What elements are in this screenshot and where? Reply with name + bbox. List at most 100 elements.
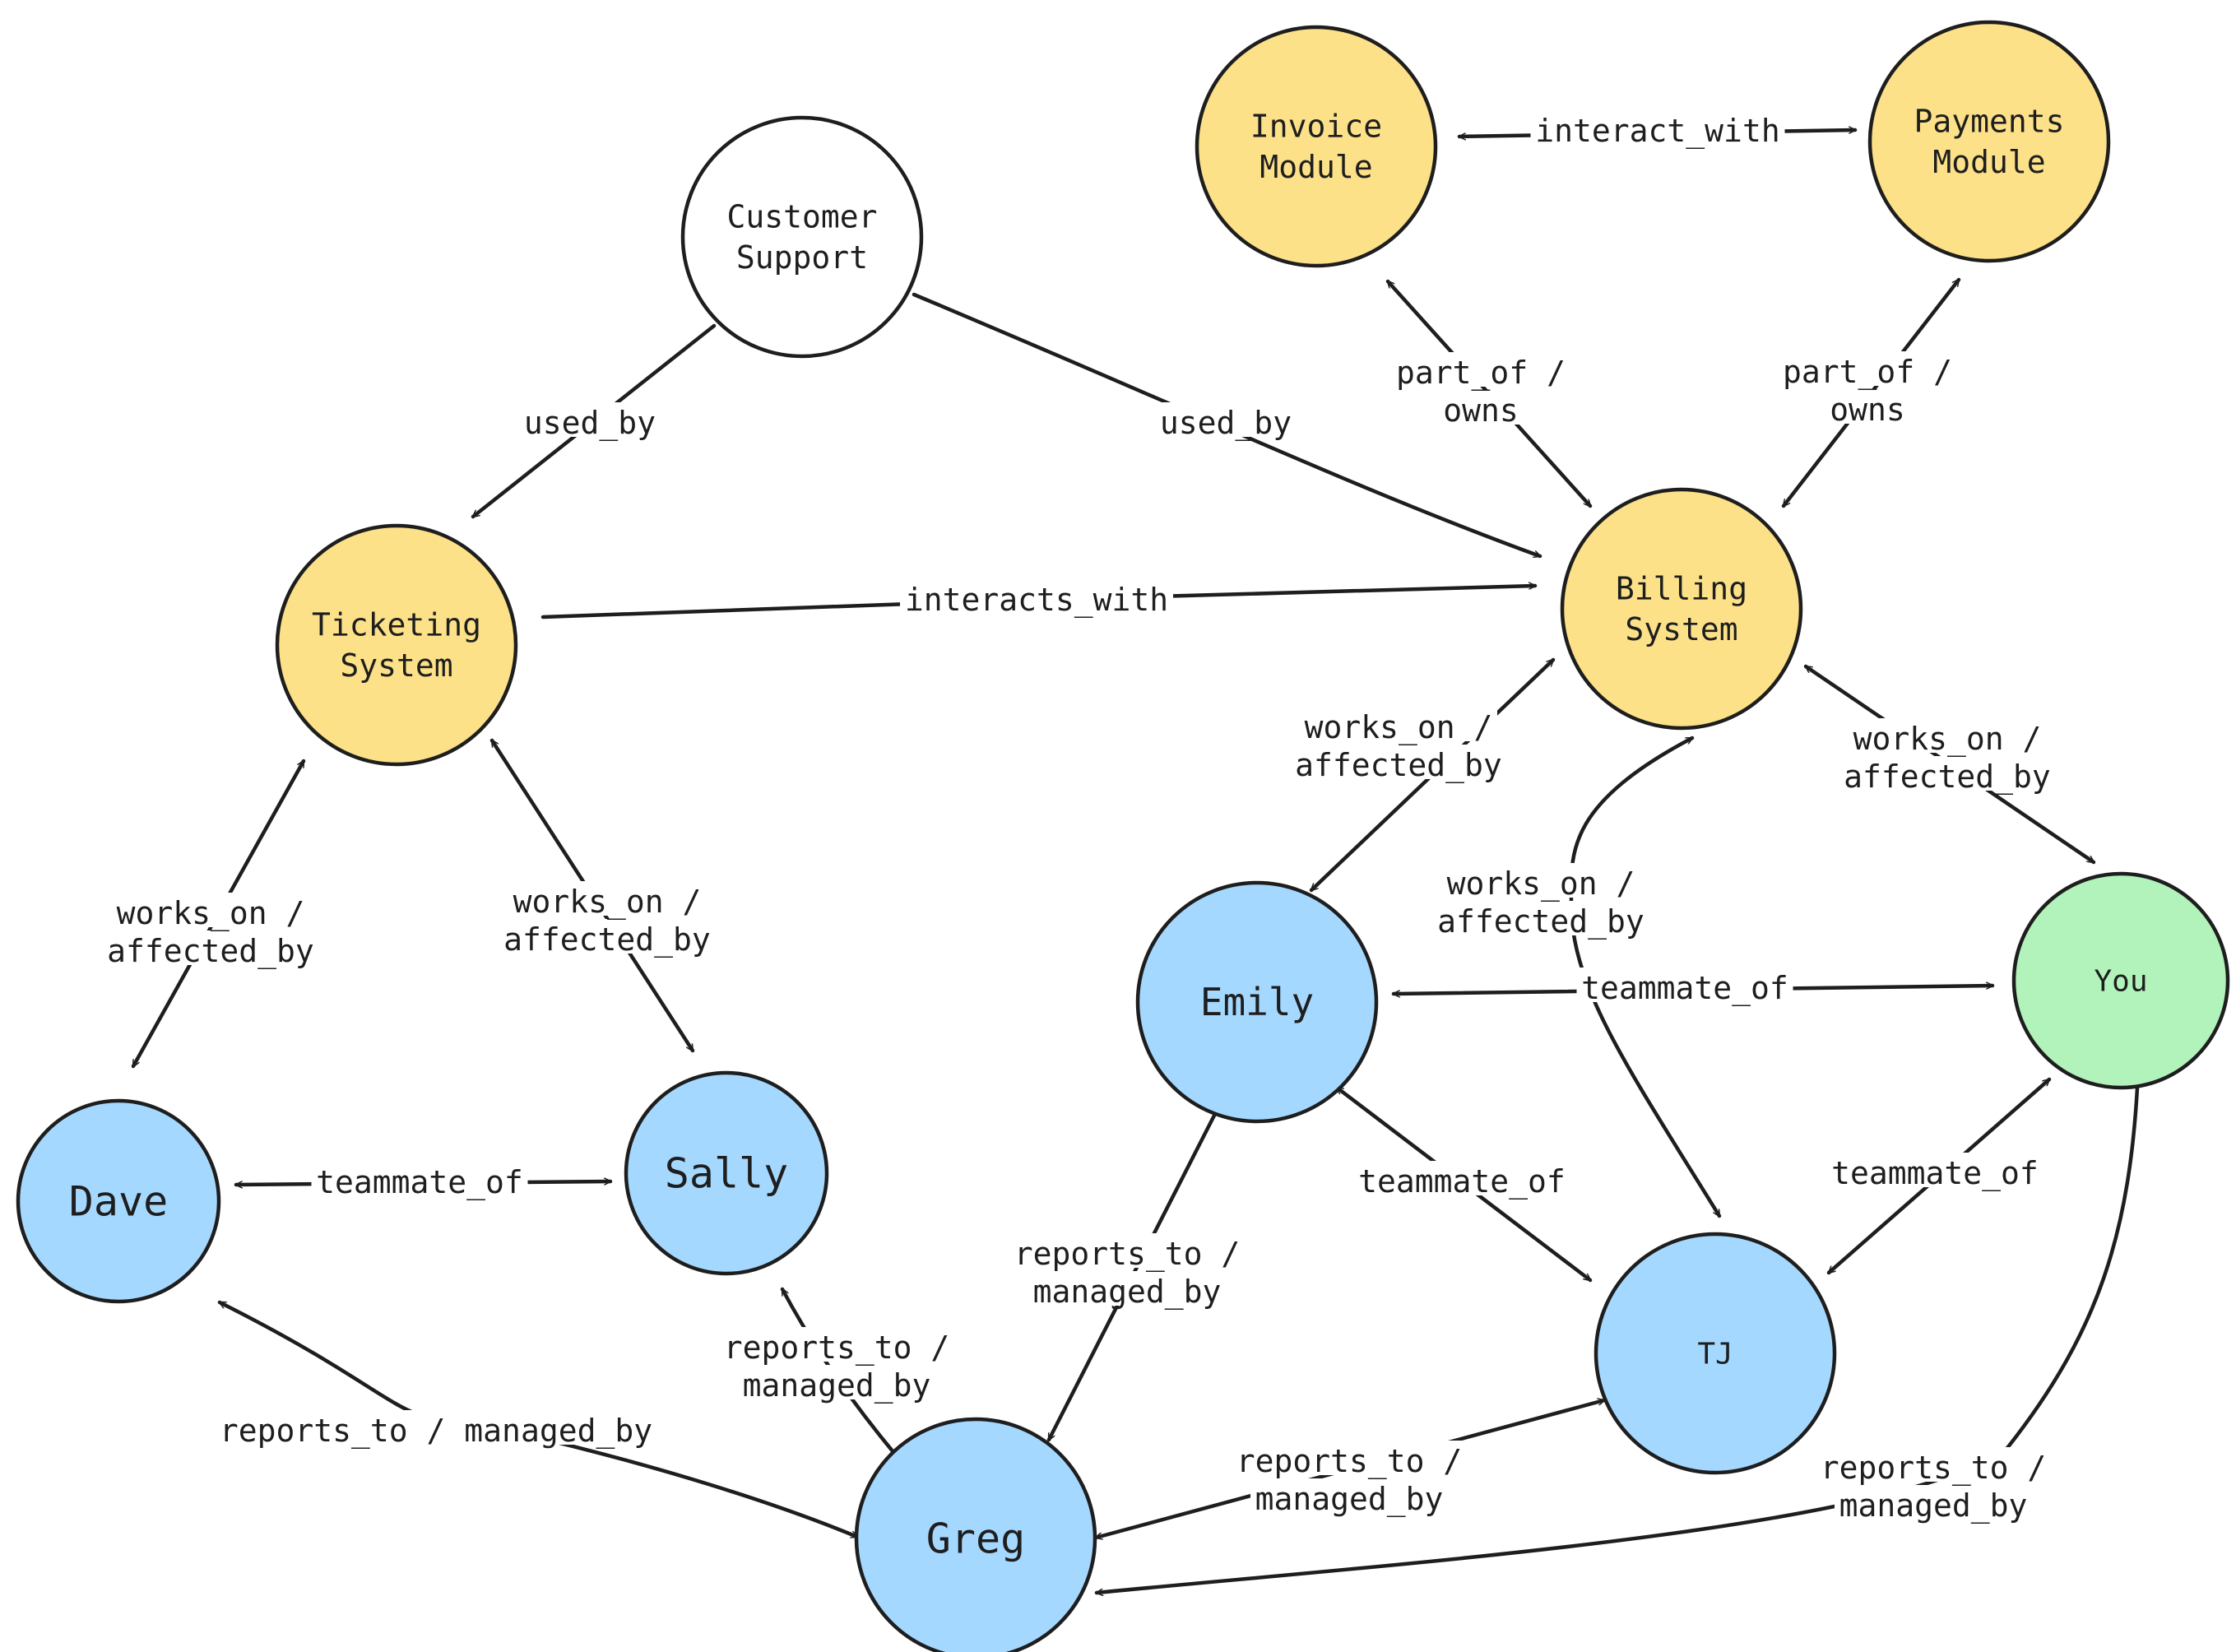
edge-label-background <box>1009 1233 1245 1268</box>
edge-label-emily-greg: reports_to /managed_by <box>1009 1233 1245 1311</box>
edge-label-text: affected_by <box>1437 903 1645 940</box>
node-circle <box>2011 871 2230 1090</box>
edge-label-text: teammate_of <box>316 1164 523 1201</box>
edge-label-text: reports_to / <box>1014 1236 1241 1273</box>
edge-label-emily-you: teammate_of <box>1576 968 1793 1007</box>
edge-label-background <box>1300 707 1497 741</box>
edge-label-background <box>1432 901 1649 935</box>
edge-label-emily-tj: teammate_of <box>1353 1161 1570 1200</box>
node-tj[interactable]: TJ <box>1593 1232 1837 1475</box>
edge-label-text: owns <box>1830 392 1905 428</box>
edge-label-text: works_on / <box>1447 865 1635 903</box>
edge-label-background <box>1826 1153 2043 1187</box>
node-label: Ticketing <box>312 607 481 643</box>
edge-label-text: managed_by <box>1255 1481 1444 1518</box>
edge-label-text: teammate_of <box>1581 970 1788 1007</box>
edge-label-text: works_on / <box>1853 721 2042 758</box>
edge-label-background <box>1391 352 1570 387</box>
node-you[interactable]: You <box>2011 871 2230 1090</box>
edge-label-text: affected_by <box>107 933 314 970</box>
edge-label-text: interact_with <box>1535 113 1779 150</box>
node-label: Payments <box>1914 104 2064 140</box>
node-label: Billing <box>1616 571 1747 607</box>
node-greg[interactable]: Greg <box>854 1417 1097 1652</box>
node-circle <box>1195 25 1438 268</box>
edge-label-text: reports_to / <box>724 1329 950 1367</box>
edge-label-text: part_of / <box>1396 355 1566 392</box>
edge-label-payments-billing: part_of /owns <box>1778 351 1957 428</box>
edge-label-background <box>1530 110 1785 145</box>
edge-label-text: works_on / <box>117 895 305 932</box>
edge-label-background <box>1250 1478 1448 1513</box>
edge-label-text: reports_to / <box>1236 1443 1463 1480</box>
node-label: Invoice <box>1250 109 1382 145</box>
edge-label-background <box>112 893 309 927</box>
edge-label-background <box>311 1162 528 1196</box>
edge-label-ticketing-billing: interacts_with <box>900 579 1173 619</box>
node-circle <box>1135 880 1379 1124</box>
edge-label-cs-ticketing: used_by <box>519 402 661 442</box>
node-sally[interactable]: Sally <box>624 1070 829 1276</box>
node-circle <box>275 523 518 767</box>
edge-label-text: works_on / <box>1305 709 1493 746</box>
node-dave[interactable]: Dave <box>16 1098 221 1304</box>
node-label: Greg <box>926 1515 1025 1563</box>
edge-label-ticketing-sally: works_on /affected_by <box>499 881 716 958</box>
edge-label-text: managed_by <box>1033 1274 1222 1311</box>
node-circle <box>1867 20 2111 263</box>
edge-label-you-tj: teammate_of <box>1826 1153 2043 1192</box>
edge-label-background <box>1835 1485 2032 1520</box>
edge-label-you-greg: reports_to /managed_by <box>1816 1447 2051 1524</box>
edge-label-background <box>519 402 661 437</box>
edge-label-text: teammate_of <box>1358 1163 1566 1200</box>
node-label: You <box>2094 965 2147 999</box>
node-label: System <box>340 647 452 684</box>
edge-label-dave-sally: teammate_of <box>311 1162 528 1201</box>
edge-label-billing-emily: works_on /affected_by <box>1290 707 1507 784</box>
edge-label-text: affected_by <box>503 921 711 958</box>
node-circle <box>1593 1232 1837 1475</box>
edge-label-invoice-billing: part_of /owns <box>1391 352 1570 429</box>
node-label: Customer <box>726 199 877 235</box>
edge-label-background <box>1778 351 1957 386</box>
edge-label-background <box>719 1327 954 1362</box>
edge-label-background <box>1825 389 1909 424</box>
edge-label-text: reports_to / <box>1821 1450 2047 1487</box>
node-label: Support <box>736 239 868 276</box>
edge-label-ticketing-dave: works_on /affected_by <box>102 893 319 970</box>
node-circle <box>854 1417 1097 1652</box>
edge-label-text: managed_by <box>743 1367 931 1404</box>
edge-label-cs-billing: used_by <box>1155 402 1297 442</box>
edge-label-text: used_by <box>524 405 656 442</box>
node-label: Sally <box>665 1150 789 1198</box>
edge-label-background <box>900 579 1173 614</box>
node-circle <box>16 1098 221 1304</box>
edge-label-text: teammate_of <box>1831 1155 2039 1192</box>
edges-layer <box>131 130 2138 1593</box>
edge-label-text: managed_by <box>1839 1487 2028 1524</box>
edge-label-dave-greg: reports_to / managed_by <box>214 1410 658 1450</box>
edge-label-billing-tj: works_on /affected_by <box>1432 863 1649 940</box>
edge-label-background <box>1232 1441 1467 1475</box>
edge-label-invoice-payments: interact_with <box>1530 110 1785 150</box>
node-label: Module <box>1259 149 1372 185</box>
node-label: Emily <box>1200 980 1314 1024</box>
node-emily[interactable]: Emily <box>1135 880 1379 1124</box>
node-label: TJ <box>1697 1338 1733 1371</box>
edge-label-background <box>1576 968 1793 1002</box>
edge-label-text: used_by <box>1160 405 1292 442</box>
edge-label-text: affected_by <box>1844 759 2051 796</box>
node-label: System <box>1625 611 1737 647</box>
edge-label-background <box>1439 390 1523 425</box>
node-label: Dave <box>69 1178 168 1226</box>
edge-label-background <box>738 1365 935 1399</box>
edge-label-text: affected_by <box>1295 747 1502 784</box>
